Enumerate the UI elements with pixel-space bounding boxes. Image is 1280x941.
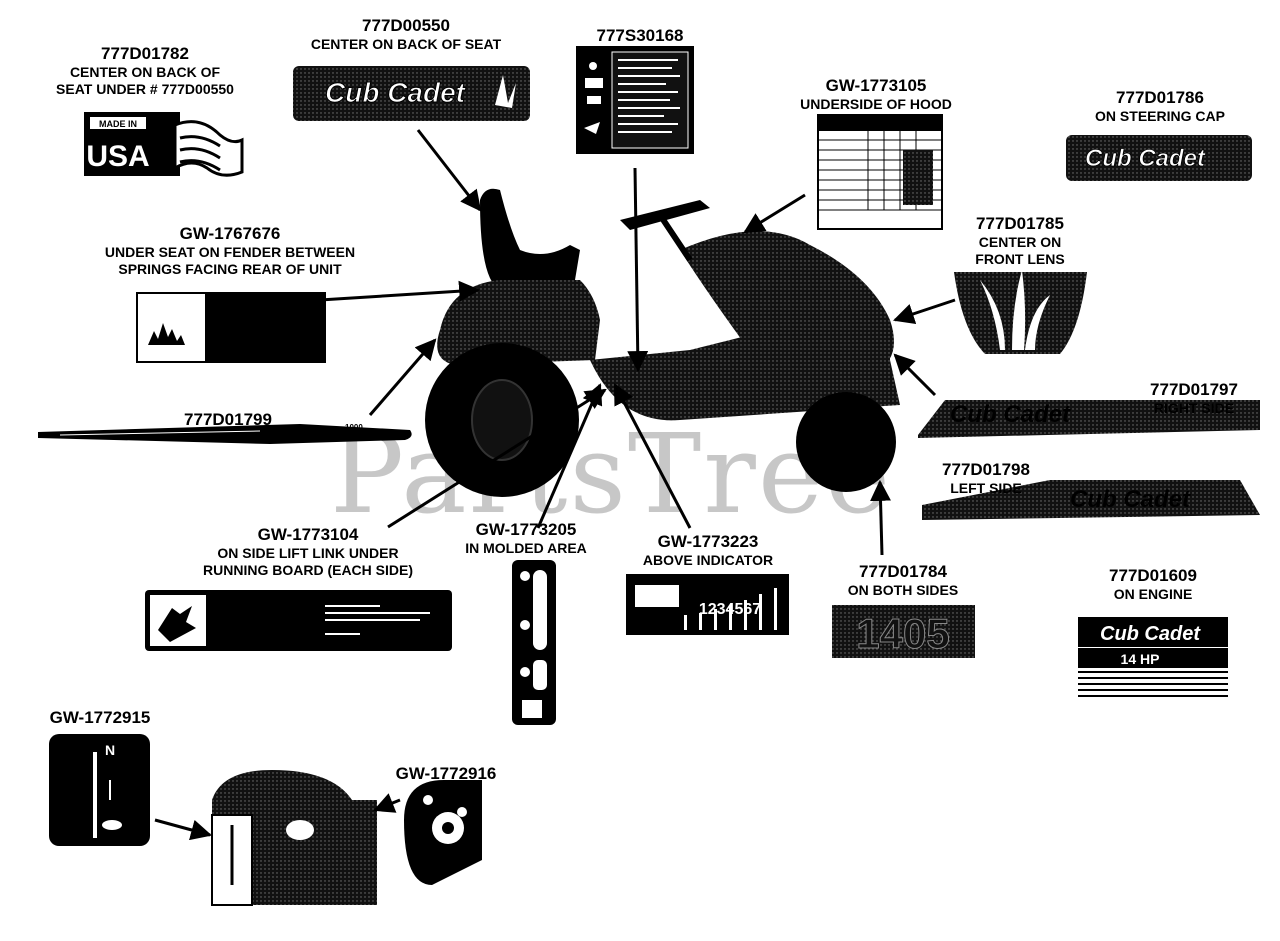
label-777D01785: 777D01785 CENTER ON FRONT LENS <box>975 214 1065 267</box>
svg-text:Cub Cadet: Cub Cadet <box>1085 145 1206 172</box>
engine-decal: Cub Cadet 14 HP <box>1078 617 1228 697</box>
label-777D01609: 777D01609 ON ENGINE <box>1109 566 1197 603</box>
svg-text:Cub Cadet: Cub Cadet <box>325 77 467 108</box>
shift-lever-decal: N <box>49 734 150 846</box>
label-777D01786: 777D01786 ON STEERING CAP <box>1095 88 1225 125</box>
gear-n: N <box>105 742 115 758</box>
label-GW-1772915: GW-1772915 <box>49 708 151 727</box>
label-777D01784: 777D01784 ON BOTH SIDES <box>847 562 959 599</box>
series-number: 1000 <box>345 423 363 432</box>
engine-hp: 14 HP <box>1121 651 1160 667</box>
watermark: PartsTree <box>330 410 893 538</box>
right-side-stripe-decal: Cub Cadet <box>918 400 1260 438</box>
lift-link-decal <box>145 590 452 651</box>
label-777D01797: 777D01797 RIGHT SIDE <box>1150 380 1238 417</box>
steering-cap-decal: Cub Cadet <box>1066 135 1252 181</box>
label-777D00550: 777D00550 CENTER ON BACK OF SEAT <box>310 16 502 53</box>
label-777D01798: 777D01798 LEFT SIDE <box>942 460 1030 497</box>
model-number: 1405 <box>856 610 949 657</box>
label-GW-1773104: GW-1773104 ON SIDE LIFT LINK UNDER RUNNI… <box>203 525 413 578</box>
label-GW-1773105: GW-1773105 UNDERSIDE OF HOOD <box>800 76 952 113</box>
hood-chart-decal <box>817 114 943 230</box>
svg-text:Cub Cadet: Cub Cadet <box>950 401 1071 428</box>
made-in-text: MADE IN <box>99 119 137 129</box>
seat-brand-decal: Cub Cadet <box>293 66 530 121</box>
instruction-decal <box>576 46 694 154</box>
series-stripe-decal: Series 1000 <box>38 423 412 444</box>
left-side-stripe-decal: Cub Cadet <box>922 480 1260 520</box>
svg-text:Cub Cadet: Cub Cadet <box>1070 486 1191 513</box>
console-part <box>211 770 377 906</box>
label-GW-1773223: GW-1773223 ABOVE INDICATOR <box>642 532 774 569</box>
fender-warning-decal <box>136 292 326 363</box>
series-text: Series <box>298 426 323 435</box>
svg-text:Cub Cadet: Cub Cadet <box>1100 623 1201 645</box>
throttle-decal <box>404 780 482 885</box>
label-777D01799: 777D01799 <box>184 410 272 429</box>
usa-text: USA <box>86 140 149 173</box>
model-badge-decal: 1405 <box>832 605 975 658</box>
tractor-illustration <box>425 188 900 497</box>
label-777D01782: 777D01782 CENTER ON BACK OF SEAT UNDER #… <box>56 44 234 97</box>
molded-area-decal <box>512 560 556 725</box>
indicator-decal: 1234567 <box>626 574 789 635</box>
front-lens-decal <box>954 270 1087 354</box>
label-GW-1767676: GW-1767676 UNDER SEAT ON FENDER BETWEEN … <box>104 224 356 277</box>
leader-lines <box>154 129 956 841</box>
label-777S30168: 777S30168 <box>596 26 684 45</box>
label-GW-1773205: GW-1773205 IN MOLDED AREA <box>465 520 587 557</box>
made-in-usa-decal: MADE IN USA <box>84 112 244 177</box>
label-GW-1772916: GW-1772916 <box>395 764 497 783</box>
